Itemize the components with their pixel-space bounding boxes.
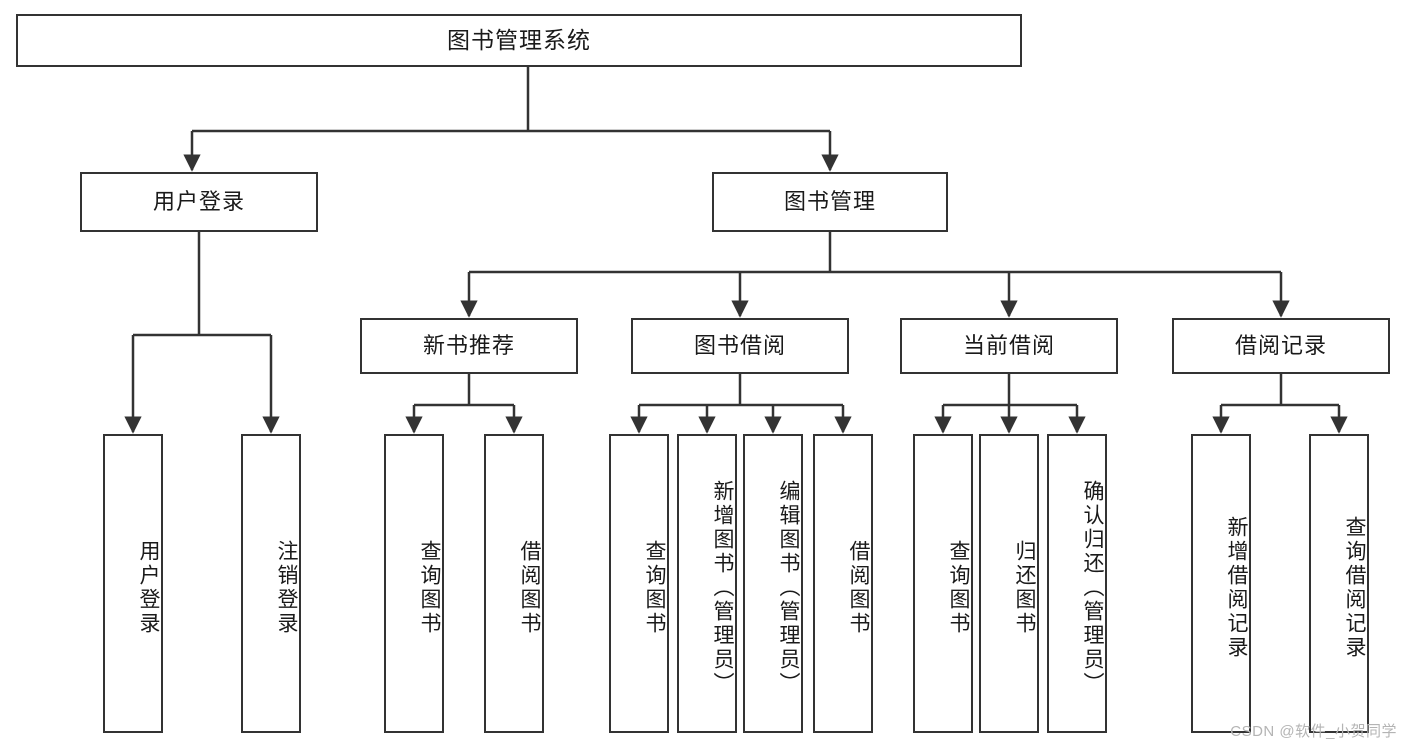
node-leaf-add-book[interactable]: 新增图书（管理员） [677,434,737,733]
node-user-login[interactable]: 用户登录 [80,172,318,232]
node-label: 确认归还（管理员） [1081,479,1104,696]
node-label: 借阅图书 [518,539,541,636]
node-leaf-edit-book[interactable]: 编辑图书（管理员） [743,434,803,733]
node-leaf-confirm-return[interactable]: 确认归还（管理员） [1047,434,1107,733]
node-label: 查询图书 [418,539,441,636]
node-label: 当前借阅 [962,332,1055,358]
node-leaf-logout[interactable]: 注销登录 [241,434,301,733]
node-leaf-query-borrow-record[interactable]: 查询借阅记录 [1309,434,1369,733]
node-book-management[interactable]: 图书管理 [712,172,948,232]
node-leaf-add-borrow-record[interactable]: 新增借阅记录 [1191,434,1251,733]
node-current-borrow[interactable]: 当前借阅 [900,318,1118,374]
node-label: 用户登录 [137,539,160,636]
watermark-text: CSDN @软件_小贺同学 [1230,723,1397,740]
node-new-book-recommend[interactable]: 新书推荐 [360,318,578,374]
node-label: 注销登录 [275,539,298,636]
node-leaf-borrow-book-recommend[interactable]: 借阅图书 [484,434,544,733]
node-label: 借阅图书 [847,539,870,636]
node-label: 查询借阅记录 [1343,515,1366,660]
node-label: 新书推荐 [422,332,515,358]
node-label: 图书管理 [783,188,876,214]
node-label: 图书管理系统 [447,26,591,53]
node-book-borrow[interactable]: 图书借阅 [631,318,849,374]
node-label: 查询图书 [643,539,666,636]
node-leaf-borrow-book[interactable]: 借阅图书 [813,434,873,733]
node-leaf-query-book-recommend[interactable]: 查询图书 [384,434,444,733]
node-label: 用户登录 [152,188,245,214]
node-label: 归还图书 [1013,539,1036,636]
node-leaf-query-book-current[interactable]: 查询图书 [913,434,973,733]
node-label: 编辑图书（管理员） [777,479,800,696]
node-root-system[interactable]: 图书管理系统 [16,14,1022,67]
node-label: 新增图书（管理员） [711,479,734,696]
node-borrow-record[interactable]: 借阅记录 [1172,318,1390,374]
node-leaf-query-book-borrow[interactable]: 查询图书 [609,434,669,733]
node-label: 借阅记录 [1234,332,1327,358]
node-label: 查询图书 [947,539,970,636]
node-leaf-user-login[interactable]: 用户登录 [103,434,163,733]
node-label: 图书借阅 [693,332,786,358]
node-leaf-return-book[interactable]: 归还图书 [979,434,1039,733]
node-label: 新增借阅记录 [1225,515,1248,660]
